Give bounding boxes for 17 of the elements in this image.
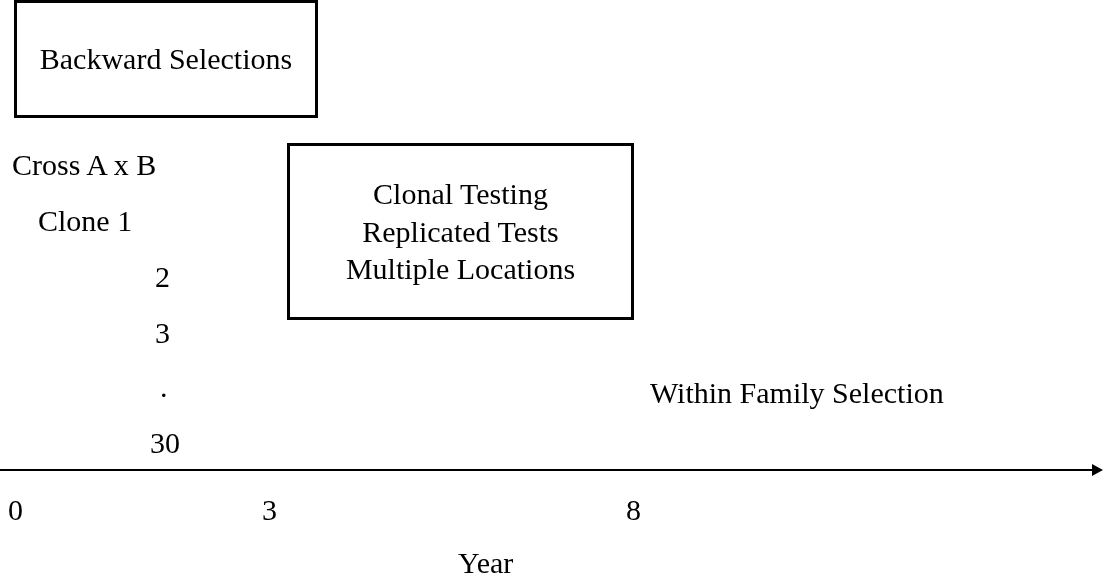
stage-box xyxy=(287,143,634,320)
box-text: Clonal Testing xyxy=(373,176,548,213)
stage-box xyxy=(14,0,318,118)
clone-number: 30 xyxy=(150,428,180,458)
clone-number: 3 xyxy=(155,318,170,348)
clone-label: Clone 1 xyxy=(38,206,133,236)
box-text: Multiple Locations xyxy=(345,251,576,288)
tick-label: 3 xyxy=(262,495,277,525)
tick-label: 0 xyxy=(8,495,23,525)
ellipsis-dot: . xyxy=(160,372,168,402)
box-text: Backward Selections xyxy=(39,41,293,78)
box-text: Replicated Tests xyxy=(362,213,559,250)
clone-number: 2 xyxy=(155,262,170,292)
cross-label: Cross A x B xyxy=(12,150,157,180)
tick-label: 8 xyxy=(626,495,641,525)
axis-title: Year xyxy=(458,548,514,578)
phase-label: Within Family Selection xyxy=(650,378,944,408)
